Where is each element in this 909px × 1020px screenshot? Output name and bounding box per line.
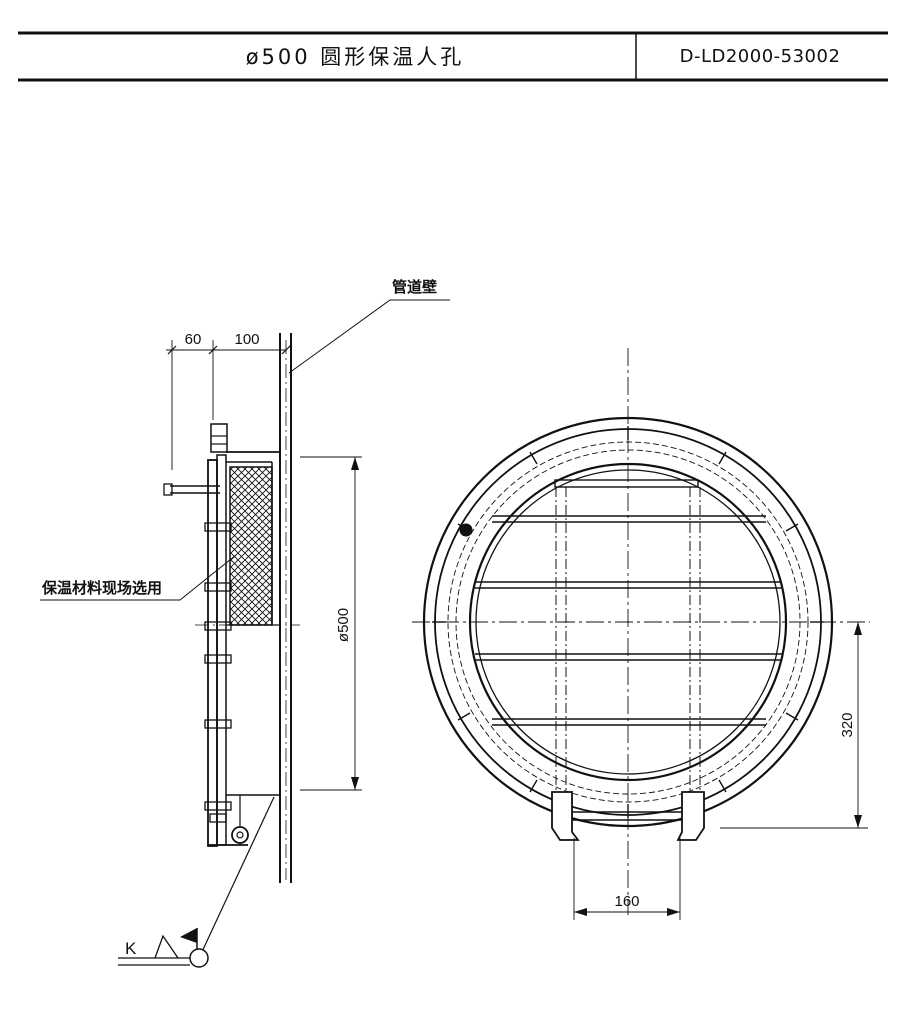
dim-diameter: ø500 (335, 608, 352, 642)
front-view (412, 348, 870, 920)
drawing-title: ø500 圆形保温人孔 (246, 45, 465, 69)
drawing-code: D-LD2000-53002 (680, 46, 841, 67)
dim-60: 60 (185, 331, 202, 348)
section-marker: K (125, 939, 137, 958)
dim-160: 160 (614, 893, 639, 910)
side-view (40, 299, 450, 968)
dim-320: 320 (839, 712, 856, 737)
insulation-note: 保温材料现场选用 (41, 579, 162, 597)
title-block: ø500 圆形保温人孔 D-LD2000-53002 (18, 31, 888, 82)
dim-100: 100 (234, 331, 259, 348)
pipe-wall-label: 管道壁 (392, 278, 437, 296)
